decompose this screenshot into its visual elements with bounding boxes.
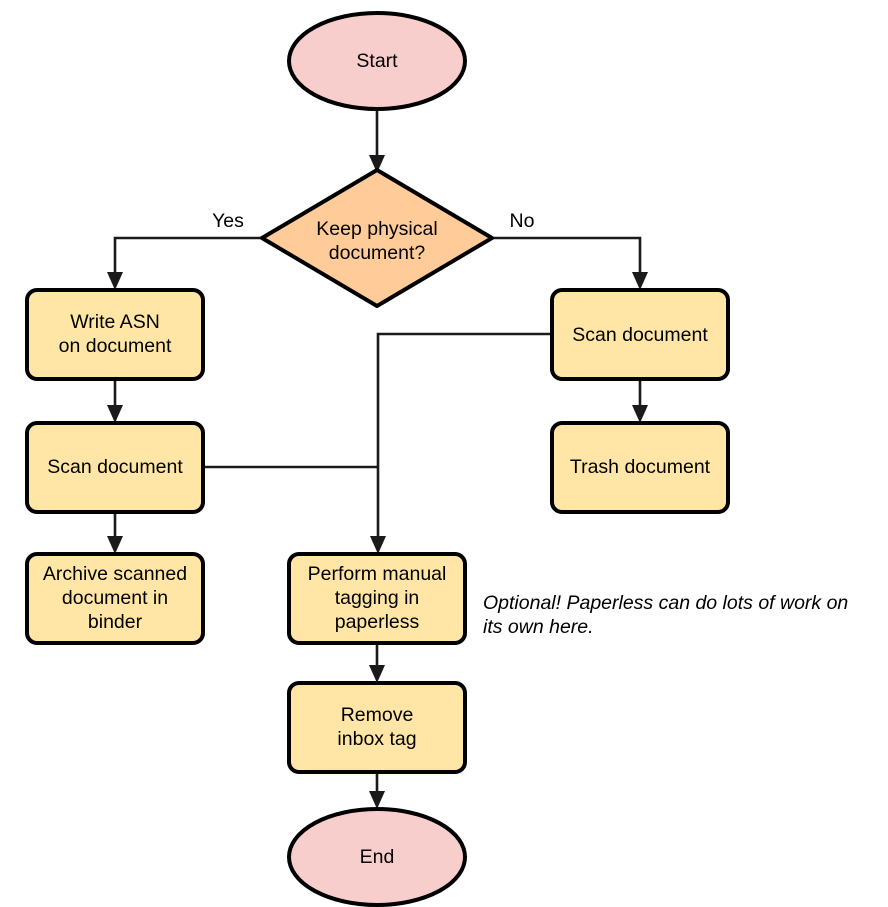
end-ellipse[interactable]	[287, 807, 467, 907]
archive-label-line3: binder	[88, 611, 143, 633]
node-perform-manual-tagging[interactable]: Perform manual tagging in paperless	[287, 552, 467, 645]
manual-tagging-label-line2: tagging in	[335, 587, 420, 609]
scan-document-right-label: Scan document	[572, 324, 708, 346]
archive-box[interactable]	[25, 552, 205, 645]
arrowhead-scan-right-top	[632, 272, 648, 290]
edge-scan-left-to-archive	[107, 512, 123, 554]
node-scan-document-right[interactable]: Scan document	[550, 288, 730, 381]
arrowhead-archive-top	[107, 536, 123, 554]
edge-manual-tagging-to-remove-inbox	[369, 643, 385, 683]
arrowhead-end-top	[369, 791, 385, 809]
node-decision-keep-physical-document[interactable]: Keep physical document?	[260, 168, 494, 308]
trash-document-label: Trash document	[570, 456, 711, 478]
edge-line-no	[492, 236, 642, 277]
arrowhead-remove-inbox-top	[369, 665, 385, 683]
edge-remove-inbox-to-end	[369, 772, 385, 809]
arrowhead-write-asn-top	[107, 272, 123, 290]
edge-start-to-decision	[369, 109, 385, 173]
annotation-line2: its own here.	[483, 616, 594, 638]
remove-inbox-label-line2: inbox tag	[337, 728, 416, 750]
manual-tagging-label-line3: paperless	[335, 611, 420, 633]
trash-document-box[interactable]	[550, 421, 730, 514]
manual-tagging-box[interactable]	[287, 552, 467, 645]
node-scan-document-left[interactable]: Scan document	[25, 421, 205, 514]
archive-label-line2: document in	[62, 587, 168, 609]
manual-tagging-label-line1: Perform manual	[308, 563, 447, 585]
node-archive-scanned-document[interactable]: Archive scanned document in binder	[25, 552, 205, 645]
end-label: End	[360, 846, 395, 868]
annotation-optional-note: Optional! Paperless can do lots of work …	[483, 592, 848, 638]
edge-layer	[107, 109, 648, 809]
decision-diamond[interactable]	[260, 168, 494, 308]
scan-document-left-box[interactable]	[25, 421, 205, 514]
write-asn-box[interactable]	[25, 288, 205, 381]
edge-scan-right-to-manual-tagging	[376, 332, 552, 541]
edge-label-no: No	[510, 210, 535, 232]
write-asn-label-line1: Write ASN	[70, 311, 160, 333]
edge-decision-to-write-asn	[107, 236, 262, 290]
node-trash-document[interactable]: Trash document	[550, 421, 730, 514]
arrowhead-manual-tagging-top	[370, 536, 386, 554]
start-ellipse[interactable]	[287, 11, 467, 111]
edge-line-scanright-spine	[376, 332, 552, 541]
edge-scan-right-to-trash	[632, 379, 648, 423]
scan-document-right-box[interactable]	[550, 288, 730, 381]
write-asn-label-line2: on document	[59, 335, 172, 357]
node-end[interactable]: End	[287, 807, 467, 907]
archive-label-line1: Archive scanned	[43, 563, 187, 585]
arrowhead-decision-top	[369, 155, 385, 173]
arrowhead-scan-left-top	[107, 405, 123, 423]
edge-line-yes	[113, 236, 262, 277]
edge-decision-to-scan-right	[492, 236, 648, 290]
decision-label-line2: document?	[329, 242, 426, 264]
start-label: Start	[356, 50, 398, 72]
annotation-line1: Optional! Paperless can do lots of work …	[483, 592, 848, 614]
node-write-asn[interactable]: Write ASN on document	[25, 288, 205, 381]
node-remove-inbox-tag[interactable]: Remove inbox tag	[287, 681, 467, 774]
remove-inbox-label-line1: Remove	[341, 704, 414, 726]
decision-label-line1: Keep physical	[316, 218, 437, 240]
remove-inbox-tag-box[interactable]	[287, 681, 467, 774]
scan-document-left-label: Scan document	[47, 456, 183, 478]
edge-label-yes: Yes	[212, 210, 244, 232]
arrowhead-trash-top	[632, 405, 648, 423]
edge-write-asn-to-scan-left	[107, 379, 123, 423]
node-start[interactable]: Start	[287, 11, 467, 111]
